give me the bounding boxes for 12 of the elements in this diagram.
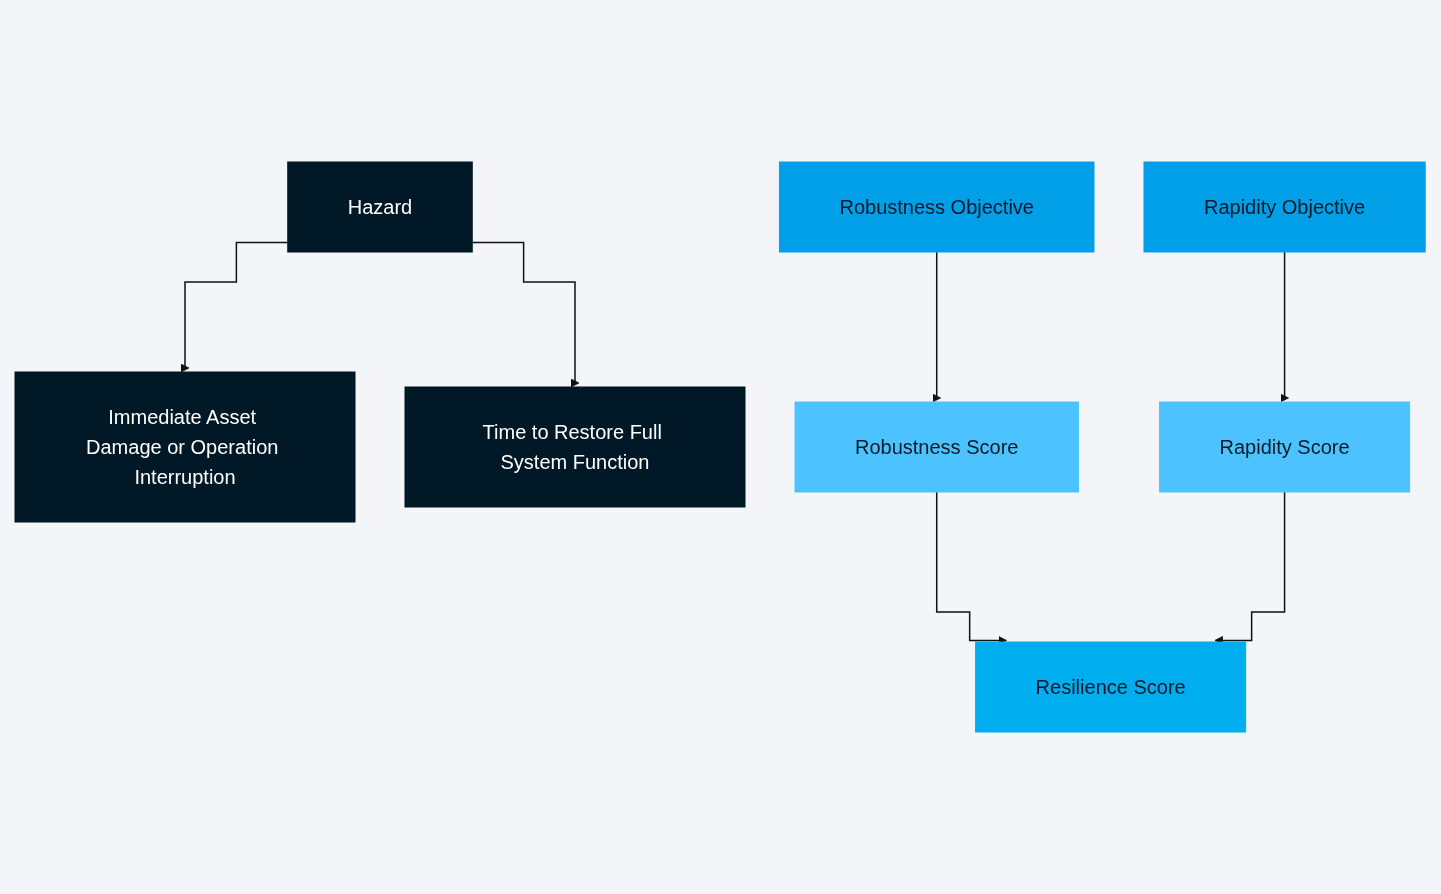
node-box: Time to Restore Full System Function bbox=[404, 386, 746, 508]
node-box: Resilience Score bbox=[975, 641, 1247, 733]
arrow bbox=[1280, 251, 1290, 403]
node-box: Immediate Asset Damage or Operation Interruption bbox=[14, 371, 356, 523]
node-box: Rapidity Score bbox=[1159, 401, 1411, 493]
node-box: Hazard bbox=[287, 161, 474, 253]
arrow bbox=[471, 241, 580, 388]
arrow bbox=[932, 251, 942, 403]
arrow bbox=[181, 241, 289, 373]
node-box: Robustness Objective bbox=[779, 161, 1095, 253]
node-box: Robustness Score bbox=[794, 401, 1080, 493]
node-box: Rapidity Objective bbox=[1143, 161, 1427, 253]
